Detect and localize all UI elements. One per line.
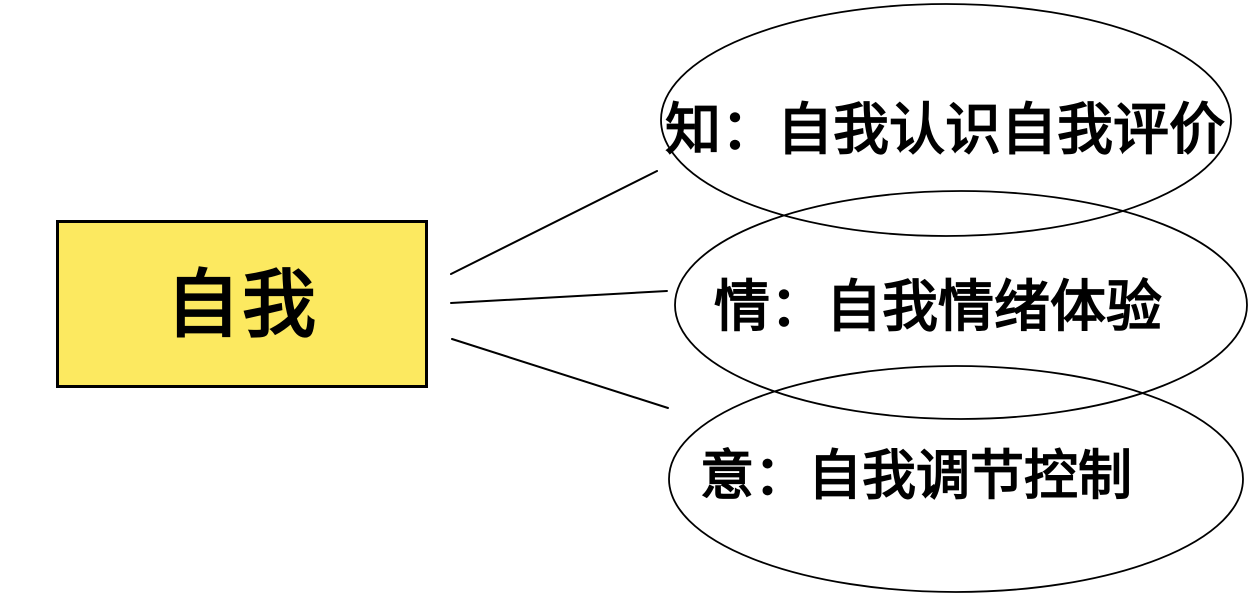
connector-line-emotion bbox=[450, 290, 668, 304]
branch-ellipse-cognition bbox=[660, 3, 1232, 237]
branch-ellipse-emotion bbox=[674, 190, 1248, 420]
branch-ellipse-volition bbox=[668, 365, 1244, 593]
branch-label-volition: 意：自我调节控制 bbox=[700, 443, 1132, 507]
branch-label-emotion: 情：自我情绪体验 bbox=[714, 274, 1162, 340]
root-node-box bbox=[56, 220, 428, 388]
branch-label-cognition: 知：自我认识自我评价 bbox=[665, 97, 1225, 163]
root-node-label: 自我 bbox=[166, 262, 318, 348]
connector-line-volition bbox=[451, 338, 669, 409]
connector-line-cognition bbox=[450, 170, 658, 275]
